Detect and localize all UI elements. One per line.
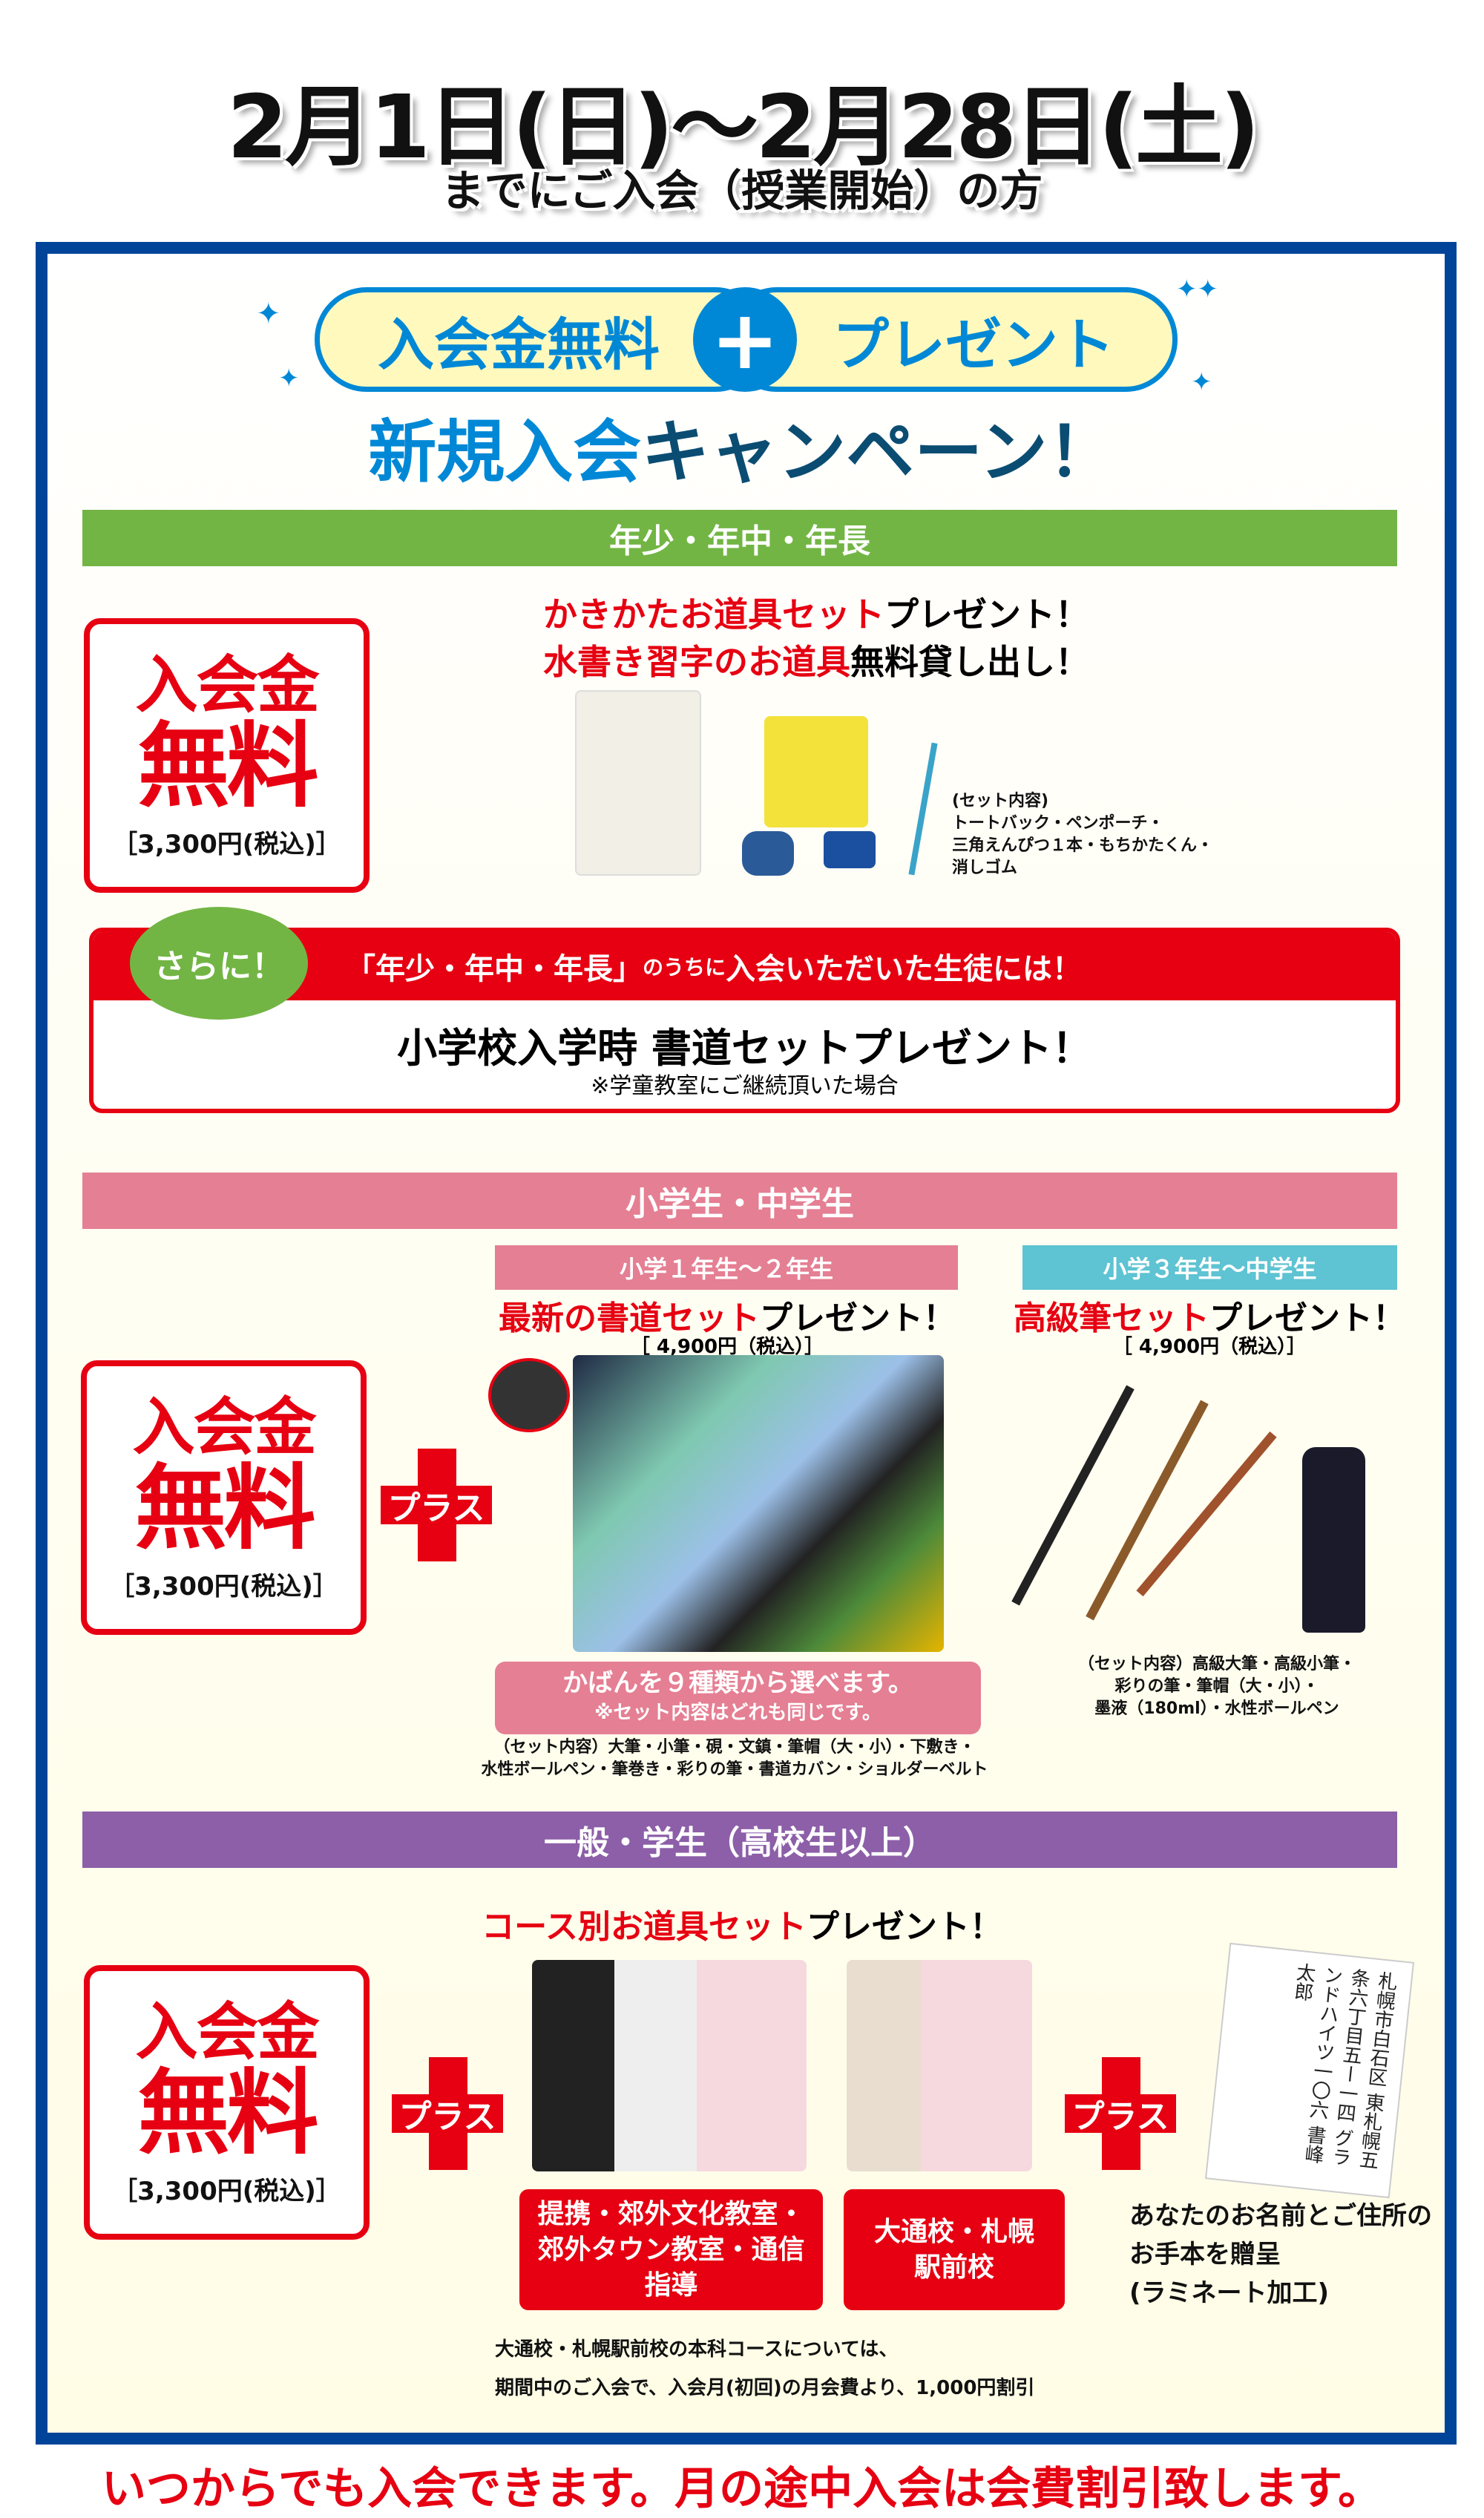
- entrance-fee-free-box: 入会金 無料 ［3,300円(税込)］: [84, 1965, 370, 2240]
- sparkle-icon: ✦✦: [1176, 275, 1218, 304]
- section1-headline1: かきかたお道具セットプレゼント！: [445, 588, 1187, 637]
- fee-line1: 入会金: [135, 648, 319, 721]
- section1-contents: (セット内容) トートバック・ペンポーチ・ 三角えんぴつ１本・もちかたくん・ 消…: [952, 790, 1219, 879]
- plus-sign: プラス: [381, 1449, 492, 1561]
- grade1-2-headline: 最新の書道セットプレゼント！: [475, 1291, 979, 1339]
- course-tool-set-image: [847, 1960, 1032, 2171]
- campaign-title: 新規入会キャンペーン！: [0, 397, 1484, 496]
- section1-headline2: 水書き習字のお道具無料貸し出し！: [445, 635, 1187, 684]
- section-bar-elementary: 小学生・中学生: [82, 1173, 1397, 1229]
- campaign-title-blue: 新規入会: [368, 413, 642, 492]
- fee-line2: 無料: [137, 2059, 318, 2167]
- gift-line: あなたのお名前とご住所の: [1129, 2201, 1432, 2231]
- plus-sign: プラス: [1065, 2057, 1176, 2170]
- sparkle-icon: ✦: [256, 297, 281, 331]
- headline-black: 無料貸し出し！: [850, 642, 1089, 682]
- sub-label-grade3-junior: 小学３年生～中学生: [1022, 1245, 1397, 1290]
- tote-bag-image: [575, 690, 701, 876]
- grip-image: [742, 831, 794, 876]
- contents-line: 消しゴム: [952, 859, 1018, 877]
- campaign-subtitle: までにご入会（授業開始）の方: [441, 165, 1043, 216]
- note-line: 大通校・札幌駅前校の本科コースについては、: [495, 2338, 899, 2361]
- bonus-main: 小学校入学時 書道セットプレゼント！: [397, 1025, 1092, 1072]
- sub-label-grade1-2: 小学１年生～２年生: [495, 1245, 958, 1290]
- plus-label: プラス: [387, 1489, 485, 1527]
- headline-black: プレゼント！: [806, 1908, 1002, 1946]
- bag-choice-line1: かばんを９種類から選べます。: [562, 1668, 913, 1698]
- grade1-2-price: ［ 4,900円（税込）］: [630, 1336, 824, 1358]
- entrance-fee-free-box: 入会金 無料 ［3,300円(税込)］: [81, 1360, 367, 1635]
- button-partner-classes[interactable]: 提携・郊外文化教室・郊外タウン教室・通信指導: [519, 2189, 823, 2310]
- headline-red: 最新の書道セット: [499, 1299, 760, 1337]
- fee-line2: 無料: [134, 1455, 315, 1562]
- present-pill: プレゼント: [725, 287, 1178, 392]
- button-main-schools[interactable]: 大通校・札幌駅前校: [844, 2189, 1065, 2310]
- headline-black: プレゼント！: [884, 594, 1089, 635]
- bonus-header-quote: 「年少・年中・年長」: [346, 952, 643, 986]
- contents-line: 墨液（180ml）・水性ボールペン: [1094, 1699, 1339, 1718]
- ink-bottle-image: [1302, 1447, 1365, 1633]
- bonus-bubble: さらに！: [130, 907, 308, 1020]
- fee-line1: 入会金: [132, 1390, 316, 1463]
- adult-tool-set-image: [532, 1960, 807, 2171]
- eraser-image: [824, 831, 876, 868]
- grade1-2-contents: （セット内容）大筆・小筆・硯・文鎮・筆帽（大・小）・下敷き・ 水性ボールペン・筆…: [445, 1737, 1024, 1781]
- grade3-price: ［ 4,900円（税込）］: [1112, 1336, 1307, 1358]
- sparkle-icon: ✦: [278, 364, 300, 393]
- headline-red: 水書き習字のお道具: [543, 642, 850, 682]
- note-line: 期間中のご入会で、入会月(初回)の月会費より、1,000円割引: [495, 2377, 1035, 2399]
- bag-choice-line2: ※セット内容はどれも同じです。: [594, 1702, 881, 1724]
- plus-sign: プラス: [392, 2057, 503, 2170]
- contents-line: 水性ボールペン・筆巻き・彩りの筆・書道カバン・ショルダーベルト: [481, 1760, 988, 1779]
- certificate-image: 札幌市白石区 東札幌五条六丁目五ー一四 グランドハイツ一〇六 書峰太郎: [1204, 1942, 1415, 2199]
- headline-red: かきかたお道具セット: [543, 594, 884, 635]
- campaign-title-dark: キャンペーン！: [641, 413, 1116, 492]
- footer-message: いつからでも入会できます。月の途中入会は会費割引致します。: [101, 2463, 1383, 2515]
- section3-headline: コース別お道具セットプレゼント！: [371, 1900, 1113, 1947]
- grade3-headline: 高級筆セットプレゼント！: [1009, 1291, 1410, 1339]
- contents-line: 三角えんぴつ１本・もちかたくん・: [952, 836, 1214, 855]
- gift-line: (ラミネート加工): [1129, 2278, 1330, 2308]
- gift-line: お手本を贈呈: [1129, 2240, 1281, 2269]
- section-bar-adult: 一般・学生（高校生以上）: [82, 1812, 1397, 1868]
- headline-black: プレゼント！: [760, 1299, 956, 1337]
- contents-line: (セット内容): [952, 792, 1049, 810]
- entrance-fee-free-box: 入会金 無料 ［3,300円(税込)］: [84, 618, 370, 893]
- pen-pouch-image: [764, 716, 868, 827]
- headline-black: プレゼント！: [1209, 1299, 1405, 1337]
- plus-circle-icon: +: [693, 287, 797, 392]
- grade3-contents: （セット内容）高級大筆・高級小筆・ 彩りの筆・筆帽（大・小）・ 墨液（180ml…: [1039, 1653, 1395, 1720]
- fee-price: ［3,300円(税込)］: [109, 1571, 338, 1601]
- bonus-note: ※学童教室にご継続頂いた場合: [591, 1073, 899, 1099]
- campaign-pill: 入会金無料 プレゼント +: [315, 287, 1178, 392]
- free-pill: 入会金無料: [315, 287, 767, 392]
- headline-red: コース別お道具セット: [482, 1908, 807, 1946]
- discount-note: 大通校・札幌駅前校の本科コースについては、 期間中のご入会で、入会月(初回)の月…: [495, 2330, 1163, 2407]
- headline-red: 高級筆セット: [1014, 1299, 1209, 1337]
- fee-line1: 入会金: [135, 1995, 319, 2068]
- contents-line: 彩りの筆・筆帽（大・小）・: [1114, 1677, 1319, 1696]
- bonus-header: 「年少・年中・年長」のうちに入会いただいた生徒には！: [93, 932, 1396, 1000]
- contents-line: （セット内容）高級大筆・高級小筆・: [1077, 1655, 1356, 1673]
- detail-circle-image: [488, 1358, 570, 1432]
- fee-price: ［3,300円(税込)］: [112, 2176, 341, 2206]
- section-bar-kindergarten: 年少・年中・年長: [82, 510, 1397, 566]
- plus-label: プラス: [1071, 2098, 1169, 2136]
- campaign-period: 2月1日(日)～2月28日(土): [226, 76, 1260, 178]
- plus-label: プラス: [398, 2098, 496, 2136]
- gift-text: あなたのお名前とご住所の お手本を贈呈 (ラミネート加工): [1129, 2197, 1441, 2312]
- bag-choice-box: かばんを９種類から選べます。 ※セット内容はどれも同じです。: [495, 1662, 981, 1734]
- contents-line: トートバック・ペンポーチ・: [952, 814, 1164, 833]
- sparkle-icon: ✦: [1191, 367, 1212, 397]
- contents-line: （セット内容）大筆・小筆・硯・文鎮・筆帽（大・小）・下敷き・: [493, 1738, 976, 1757]
- bonus-header-small: のうちに: [643, 955, 726, 980]
- bonus-header-rest: 入会いただいた生徒には！: [726, 952, 1083, 986]
- calligraphy-bags-image: [573, 1355, 944, 1652]
- fee-line2: 無料: [137, 712, 318, 820]
- fee-price: ［3,300円(税込)］: [112, 829, 341, 859]
